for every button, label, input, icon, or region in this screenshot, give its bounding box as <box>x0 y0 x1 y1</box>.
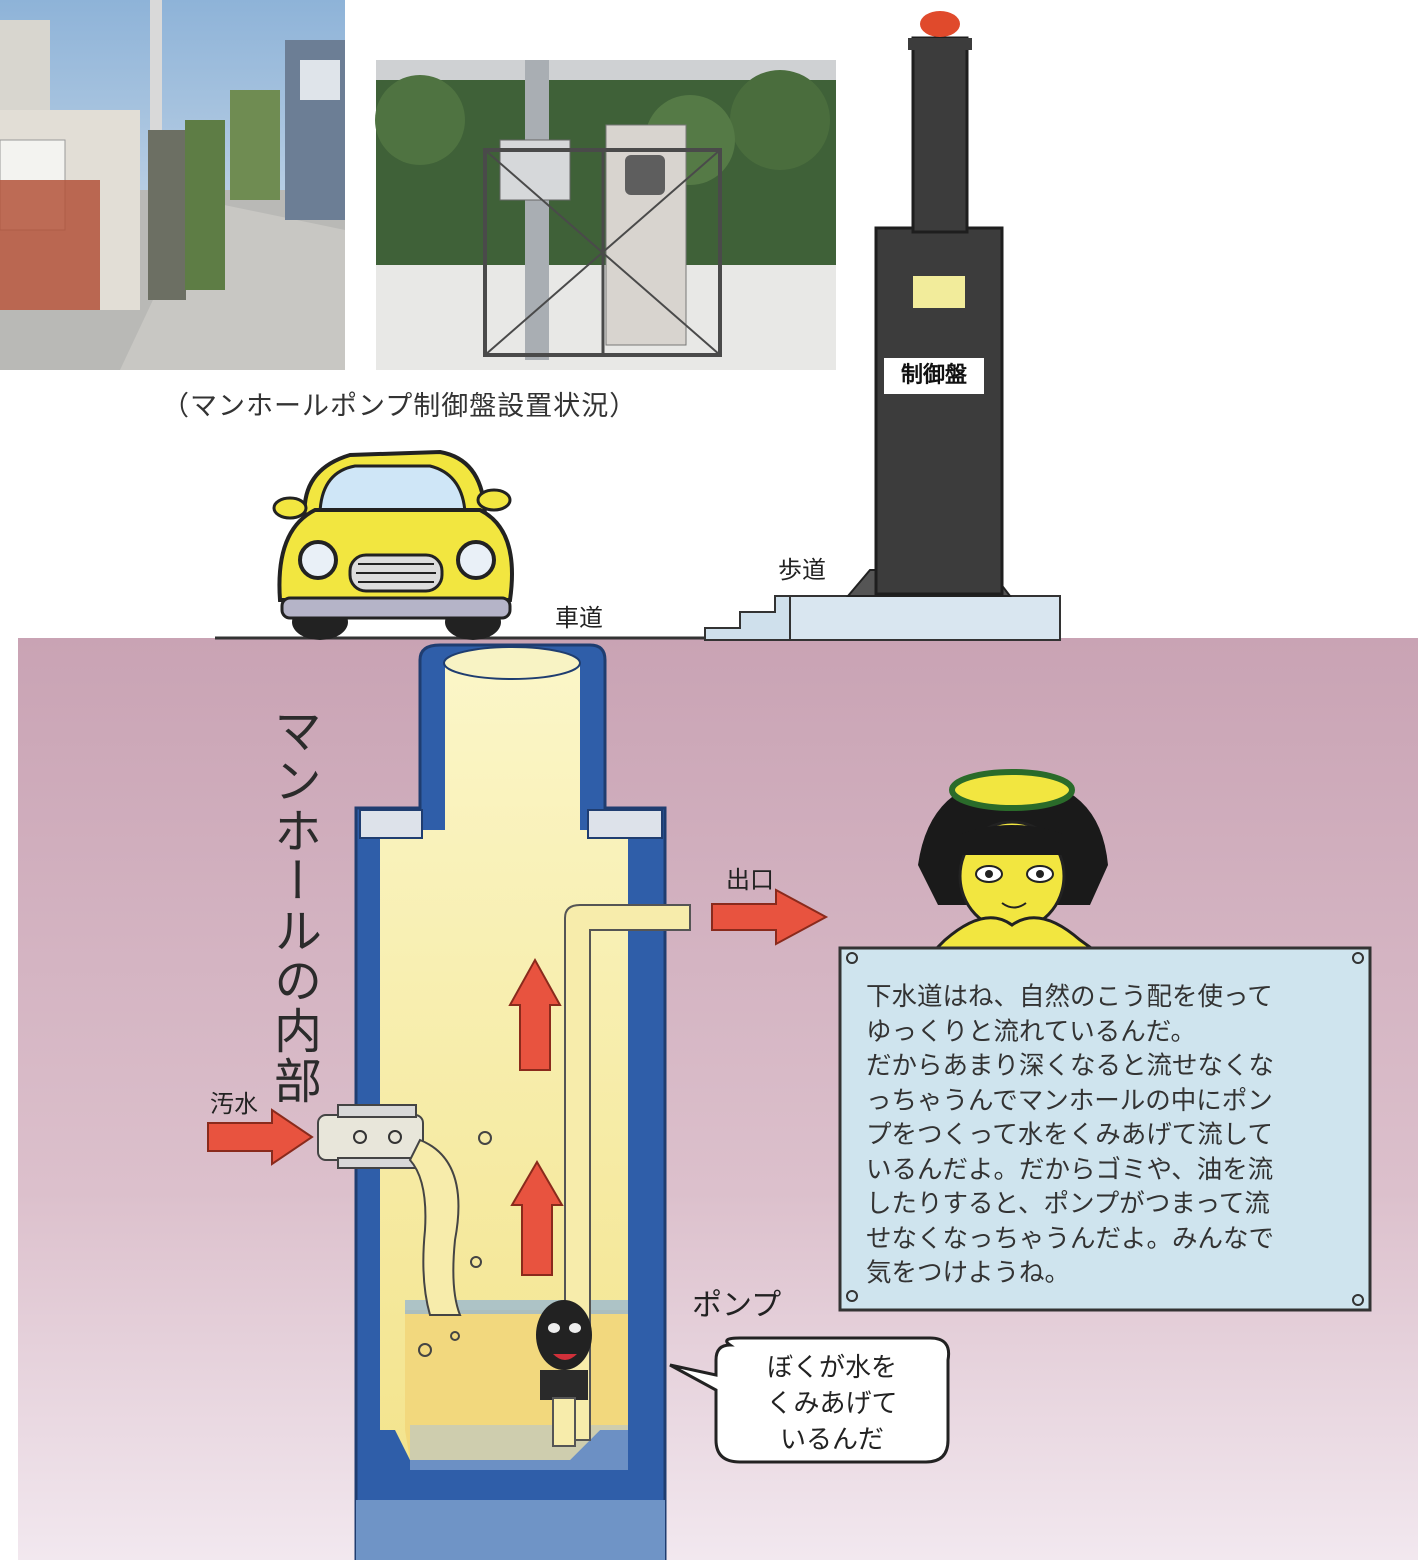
girl-speech-text: 下水道はね、自然のこう配を使って ゆっくりと流れているんだ。 だからあまり深くな… <box>866 980 1352 1291</box>
photo-street-control-panel <box>0 0 345 370</box>
control-panel-label: 制御盤 <box>884 358 984 394</box>
info-box <box>838 946 1372 1312</box>
speech-line: プをつくって水をくみあげて流して <box>866 1120 1273 1150</box>
car-illustration <box>272 449 514 640</box>
inflow-arrow <box>207 1108 314 1166</box>
pump-label: ポンプ <box>692 1288 782 1323</box>
bubble-line: くみあげて <box>766 1389 898 1419</box>
speech-line: ゆっくりと流れているんだ。 <box>866 1016 1196 1047</box>
pump-character <box>536 1300 592 1447</box>
speech-line: っちゃうんでマンホールの中にポン <box>866 1085 1273 1116</box>
girl-character <box>918 769 1108 978</box>
sewage-label: 汚水 <box>210 1090 258 1118</box>
upflow-arrow-1 <box>508 957 562 1071</box>
control-panel-tower <box>845 11 1013 597</box>
speech-line: 下水道はね、自然のこう配を使って <box>866 982 1273 1012</box>
diagram-title: マンホールの内部 <box>265 706 321 1106</box>
outlet-label: 出口 <box>726 866 774 894</box>
warning-lamp <box>920 11 960 37</box>
speech-line: いるんだよ。だからゴミや、油を流 <box>866 1154 1274 1185</box>
bubble-line: ぼくが水を <box>766 1353 897 1383</box>
sidewalk-label: 歩道 <box>778 556 826 584</box>
photo-caption: （マンホールポンプ制御盤設置状況） <box>162 391 638 422</box>
speech-line: せなくなっちゃうんだよ。みんなで <box>866 1223 1275 1254</box>
pump-speech-bubble <box>669 1336 951 1464</box>
speech-line: 気をつけようね。 <box>866 1258 1071 1288</box>
roadway-label: 車道 <box>555 604 603 632</box>
speech-line: したりすると、ポンプがつまって流 <box>866 1189 1270 1219</box>
speech-line: だからあまり深くなると流せなくな <box>866 1051 1275 1081</box>
pump-speech-text: ぼくが水を くみあげて いるんだ <box>742 1350 922 1458</box>
bubble-line: いるんだ <box>779 1425 884 1455</box>
outflow-arrow <box>711 888 829 946</box>
sidewalk <box>704 595 1061 641</box>
photo-fenced-control-panel <box>375 60 836 370</box>
upflow-arrow-2 <box>510 1160 564 1276</box>
flow-arrows <box>207 888 829 1276</box>
